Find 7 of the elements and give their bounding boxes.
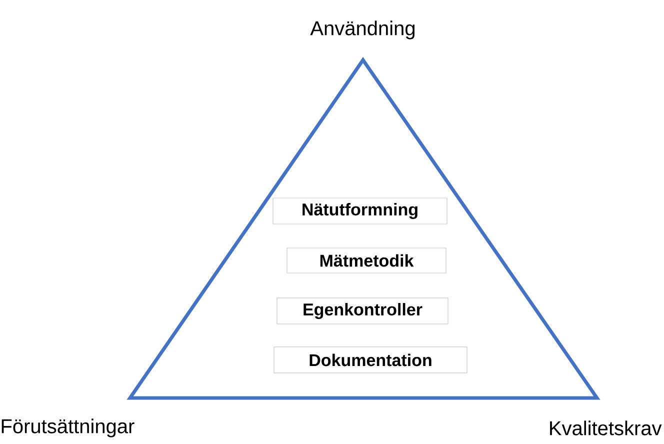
corner-label: Kvalitetskrav <box>550 420 662 436</box>
corner-label: Förutsättningar <box>2 418 134 438</box>
text-box: Mätmetodik <box>286 248 446 274</box>
text-box: Egenkontroller <box>276 298 448 324</box>
corner-label: Användning <box>310 20 415 40</box>
text-box: Nätutformning <box>272 198 448 224</box>
text-box: Dokumentation <box>274 346 468 374</box>
